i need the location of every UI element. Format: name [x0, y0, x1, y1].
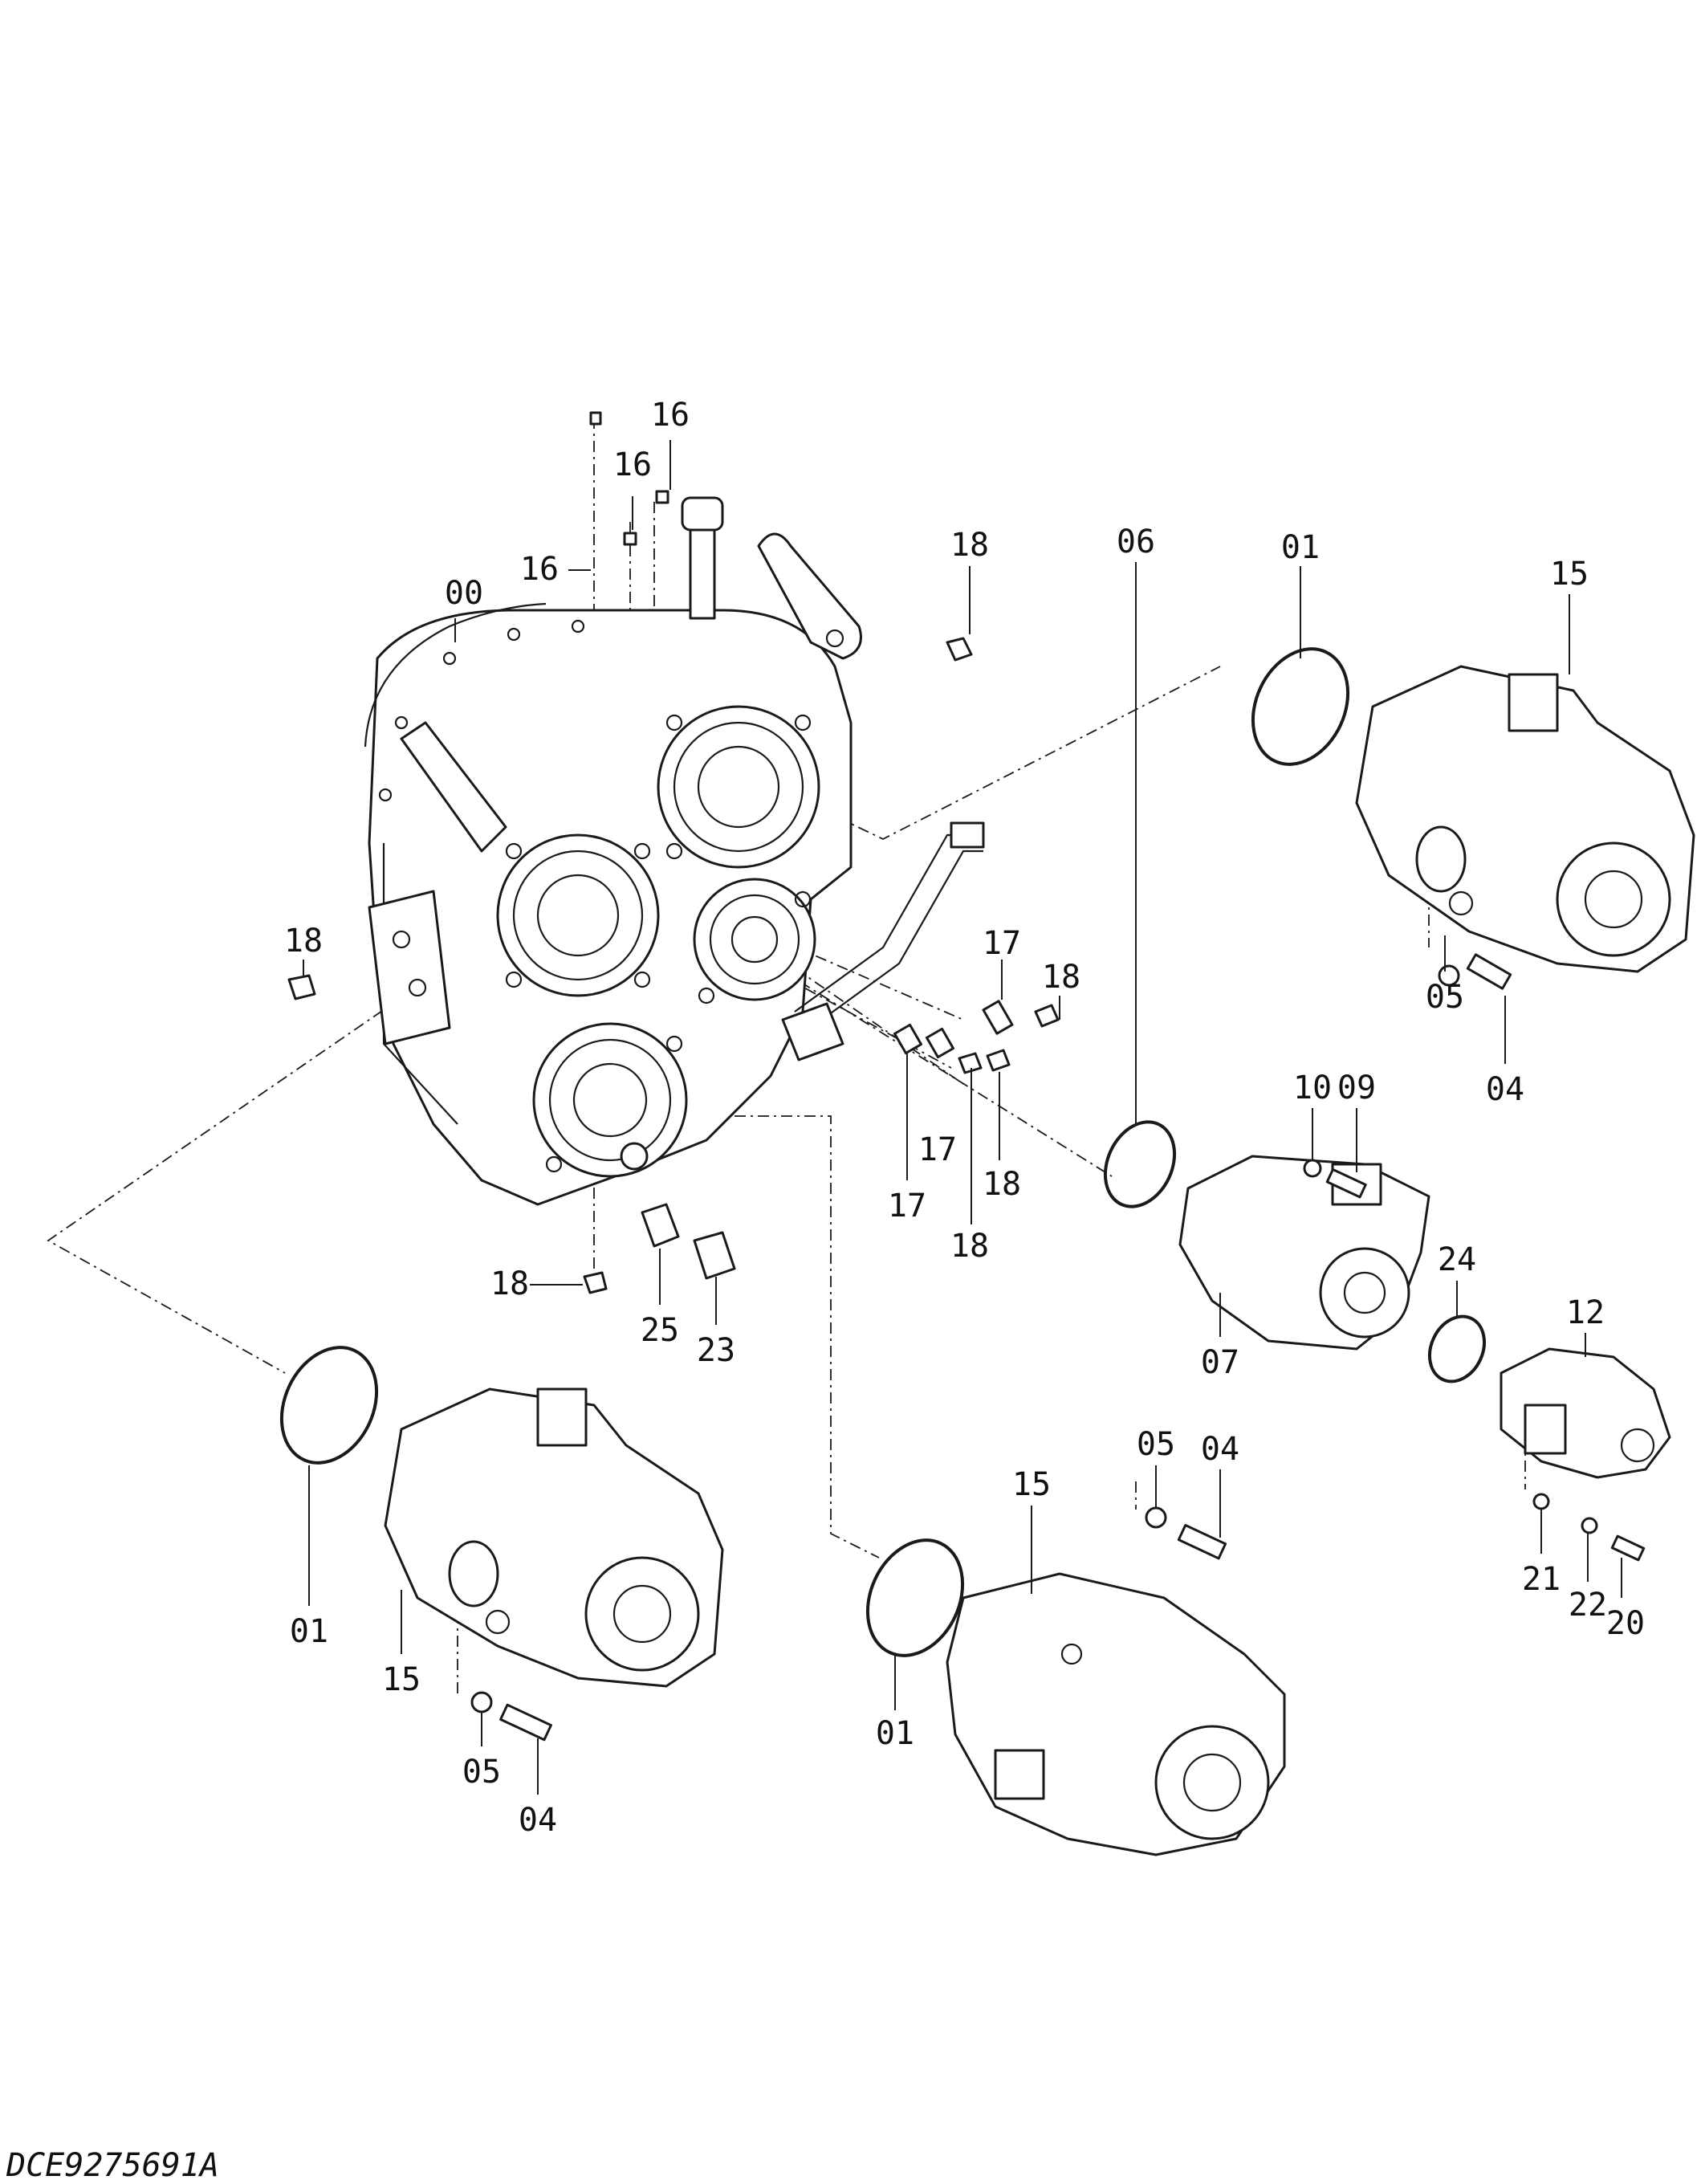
callout-05: 05: [1137, 1426, 1175, 1463]
callout-21: 21: [1522, 1561, 1561, 1598]
o-rings: [279, 647, 1487, 1657]
pump-drive-housing: [364, 496, 985, 1206]
gear-pump-12: [1500, 1347, 1671, 1479]
callout-00: 00: [445, 575, 483, 612]
leader-lines: [303, 440, 1622, 1795]
callout-20: 20: [1606, 1605, 1645, 1642]
callout-04: 04: [1201, 1431, 1239, 1468]
callout-15: 15: [1550, 556, 1589, 593]
fittings-and-plugs: [287, 411, 1060, 1294]
drawing-code: DCE9275691A: [6, 2147, 219, 2184]
callout-04: 04: [1486, 1071, 1524, 1108]
callout-24: 24: [1438, 1241, 1476, 1278]
callout-18: 18: [983, 1166, 1021, 1203]
callout-12: 12: [1566, 1294, 1605, 1331]
gear-pump-07: [1178, 1155, 1430, 1351]
main-pump-bottom-center: [946, 1572, 1286, 1856]
callout-17: 17: [888, 1188, 926, 1224]
main-pump-upper-right: [1355, 665, 1695, 973]
callout-10: 10: [1293, 1070, 1332, 1106]
callout-22: 22: [1569, 1587, 1607, 1624]
callout-17: 17: [983, 925, 1021, 962]
callout-01: 01: [1281, 529, 1320, 566]
callout-25: 25: [641, 1312, 679, 1349]
callout-18: 18: [950, 1228, 989, 1265]
callout-23: 23: [697, 1332, 735, 1369]
callout-05: 05: [1426, 979, 1464, 1016]
callout-05: 05: [462, 1754, 501, 1791]
main-pump-lower-left: [384, 1387, 724, 1688]
callout-17: 17: [918, 1131, 957, 1168]
callout-16: 16: [651, 397, 690, 434]
callout-09: 09: [1337, 1070, 1376, 1106]
callout-18: 18: [1042, 959, 1080, 996]
callout-15: 15: [382, 1661, 421, 1698]
bolts-and-washers: [470, 953, 1646, 1742]
callout-labels: 00 16 16 16 18 18 18 18 18 18 17 17 17 0…: [284, 397, 1645, 1839]
callout-18: 18: [950, 527, 989, 564]
callout-16: 16: [520, 551, 559, 588]
callout-01: 01: [290, 1613, 328, 1650]
callout-04: 04: [519, 1802, 557, 1839]
callout-18: 18: [490, 1265, 529, 1302]
assembly-centerlines: [47, 418, 1526, 1694]
callout-18: 18: [284, 923, 323, 960]
callout-06: 06: [1117, 524, 1155, 560]
callout-15: 15: [1012, 1466, 1051, 1503]
callout-07: 07: [1201, 1344, 1239, 1381]
callout-16: 16: [613, 446, 652, 483]
callout-01: 01: [876, 1715, 914, 1752]
